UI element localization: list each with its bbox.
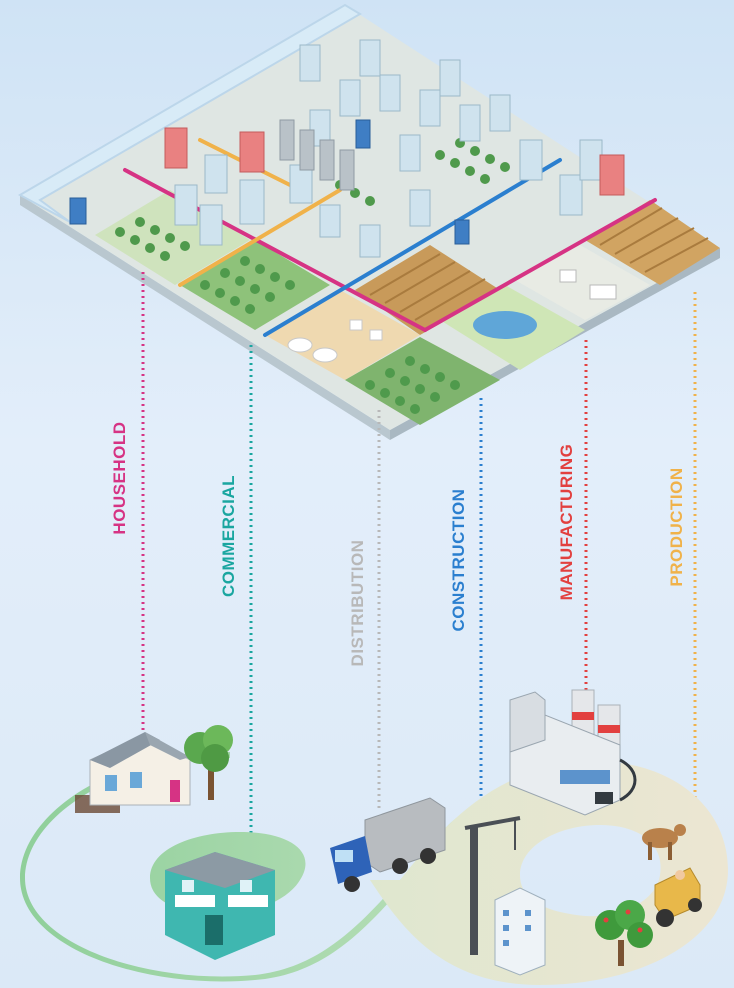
connector-lines (141, 272, 697, 878)
map-side (20, 195, 390, 440)
crane-icon (464, 816, 546, 976)
river (17, 3, 362, 223)
manufacturing-label: MANUFACTURING (557, 443, 576, 601)
truck-icon (330, 797, 446, 892)
distribution-label: DISTRIBUTION (348, 539, 367, 667)
production-label: PRODUCTION (667, 467, 686, 587)
red-buildings (164, 127, 625, 196)
household-label: HOUSEHOLD (110, 421, 129, 535)
orchard-block (345, 337, 500, 425)
apple-tree-icon (595, 900, 653, 966)
tractor-icon (654, 867, 702, 927)
blue-buildings (69, 119, 470, 245)
construction-label: CONSTRUCTION (449, 488, 468, 632)
house-icon (75, 732, 191, 813)
tree-icon (184, 725, 233, 800)
factory-block (515, 245, 650, 320)
field-stripes (369, 207, 709, 321)
pond (473, 311, 537, 339)
tents (287, 319, 383, 363)
commercial-label: COMMERCIAL (219, 474, 238, 598)
shop-icon (165, 852, 275, 960)
building (174, 39, 603, 258)
cow-icon (642, 824, 686, 860)
tall-gray-buildings (279, 119, 355, 191)
city-map (17, 3, 720, 440)
factory-icon (509, 689, 637, 816)
buildings (69, 39, 625, 363)
factory-mini (559, 269, 617, 300)
